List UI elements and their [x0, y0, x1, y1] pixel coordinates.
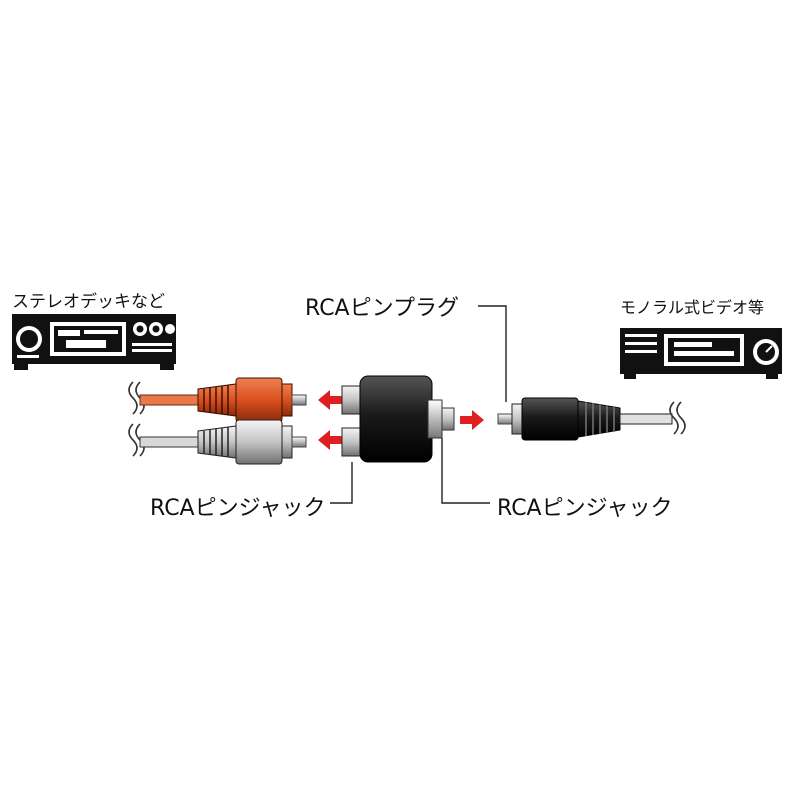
right-arrow [460, 410, 484, 430]
rca-jack-left-label: RCAピンジャック [150, 496, 326, 521]
white-rca-plug [139, 419, 307, 465]
leader-lines [330, 305, 507, 504]
rca-adapter [341, 375, 455, 463]
rca-plug-label: RCAピンプラグ [305, 296, 459, 321]
stereo-deck-label: ステレオデッキなど [12, 292, 165, 312]
mono-rca-plug [497, 397, 686, 441]
stereo-deck-icon [12, 314, 176, 370]
mono-video-deck-icon [620, 328, 782, 379]
left-arrows [318, 390, 342, 450]
mono-video-label: モノラル式ビデオ等 [620, 298, 765, 317]
rca-jack-right-label: RCAピンジャック [497, 496, 673, 521]
red-rca-plug [139, 377, 307, 423]
